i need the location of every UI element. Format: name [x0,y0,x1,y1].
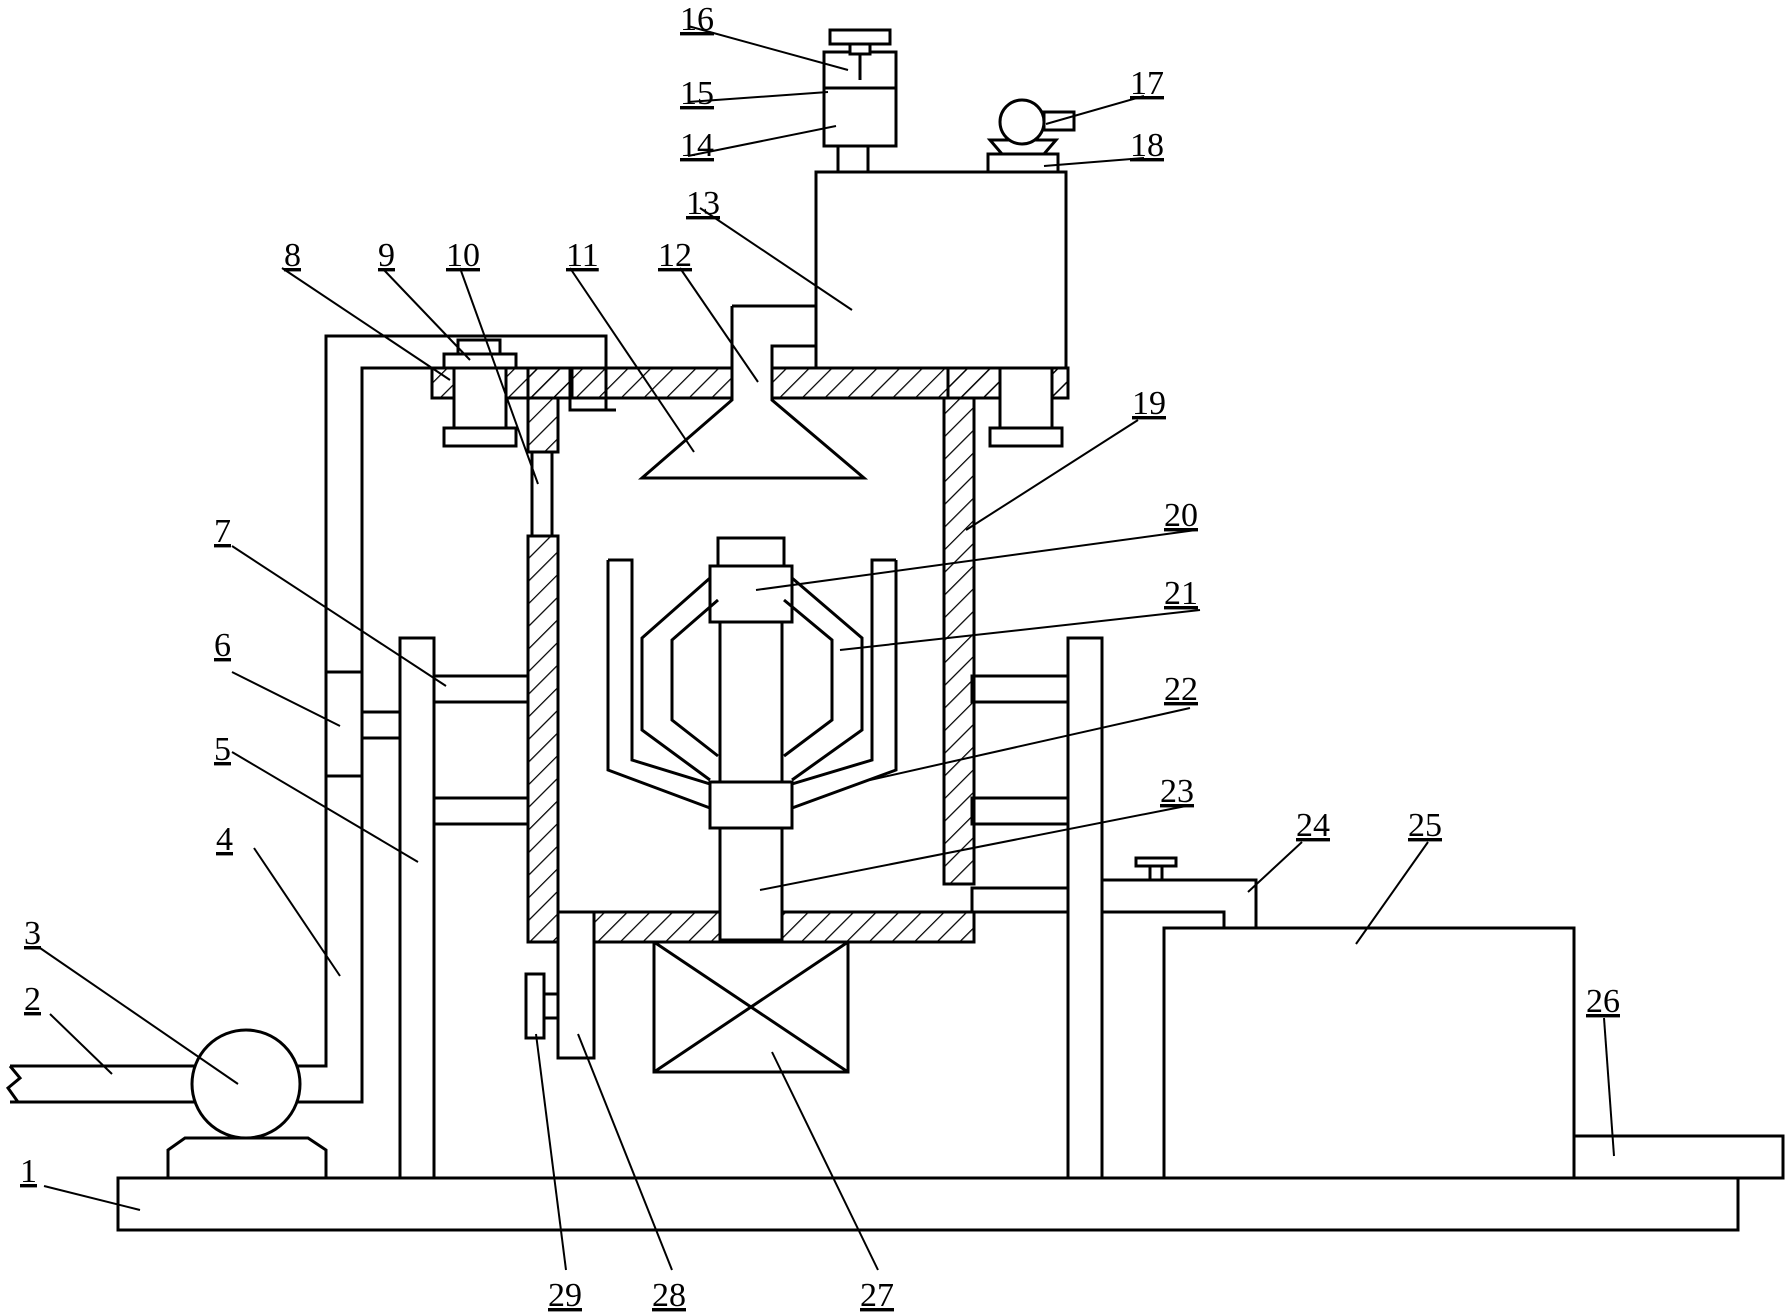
label-11: 11 [566,237,599,274]
label-26: 26 [1586,983,1620,1020]
label-24: 24 [1296,807,1330,844]
label-19: 19 [1132,385,1166,422]
upper-hub [716,536,786,570]
label-7: 7 [214,513,231,550]
right-support-column [1066,636,1104,1180]
guide-block [526,396,560,454]
label-9: 9 [378,237,395,274]
label-12: 12 [658,237,692,274]
drive-motor [652,940,850,1074]
part-labels: 1 2 3 4 5 6 7 8 9 10 11 12 13 14 15 16 1… [20,1,1620,1314]
right-extension-plate [1571,1134,1785,1180]
stirring-frame [606,558,898,811]
pump [166,1028,328,1180]
label-3: 3 [24,915,41,952]
label-23: 23 [1160,773,1194,810]
upper-hub-body [708,564,794,624]
label-22: 22 [1164,671,1198,708]
label-10: 10 [446,237,480,274]
label-18: 18 [1130,127,1164,164]
leader-lines [39,25,1615,1271]
label-16: 16 [680,1,714,38]
label-17: 17 [1130,65,1164,102]
label-25: 25 [1408,807,1442,844]
hopper-motor [986,98,1076,174]
label-1: 1 [20,1153,37,1190]
label-20: 20 [1164,497,1198,534]
right-connecting-arms [970,674,1070,826]
label-14: 14 [680,127,714,164]
label-6: 6 [214,627,231,664]
valve-assembly [822,28,898,174]
label-27: 27 [860,1277,894,1314]
label-21: 21 [1164,575,1198,612]
base-plate [116,1176,1740,1232]
label-13: 13 [686,185,720,222]
left-support-column [398,636,436,1180]
lower-hub [708,780,794,830]
connecting-rod [530,452,554,536]
collection-tank [1162,926,1576,1180]
label-29: 29 [548,1277,582,1314]
outlet-pipe [556,910,596,1060]
label-15: 15 [680,75,714,112]
label-5: 5 [214,731,231,768]
left-connecting-arms [432,674,530,826]
label-4: 4 [216,821,233,858]
pipe-coupling [324,670,364,778]
tank-left-wall [526,534,560,944]
hopper-box [814,170,1068,370]
label-28: 28 [652,1277,686,1314]
lower-right-arm [970,886,1070,914]
tank-right-wall [942,396,976,886]
inlet-pipe [5,1064,200,1104]
discharge-trough [1102,856,1258,928]
outlet-valve [524,972,560,1040]
label-2: 2 [24,981,41,1018]
label-8: 8 [284,237,301,274]
